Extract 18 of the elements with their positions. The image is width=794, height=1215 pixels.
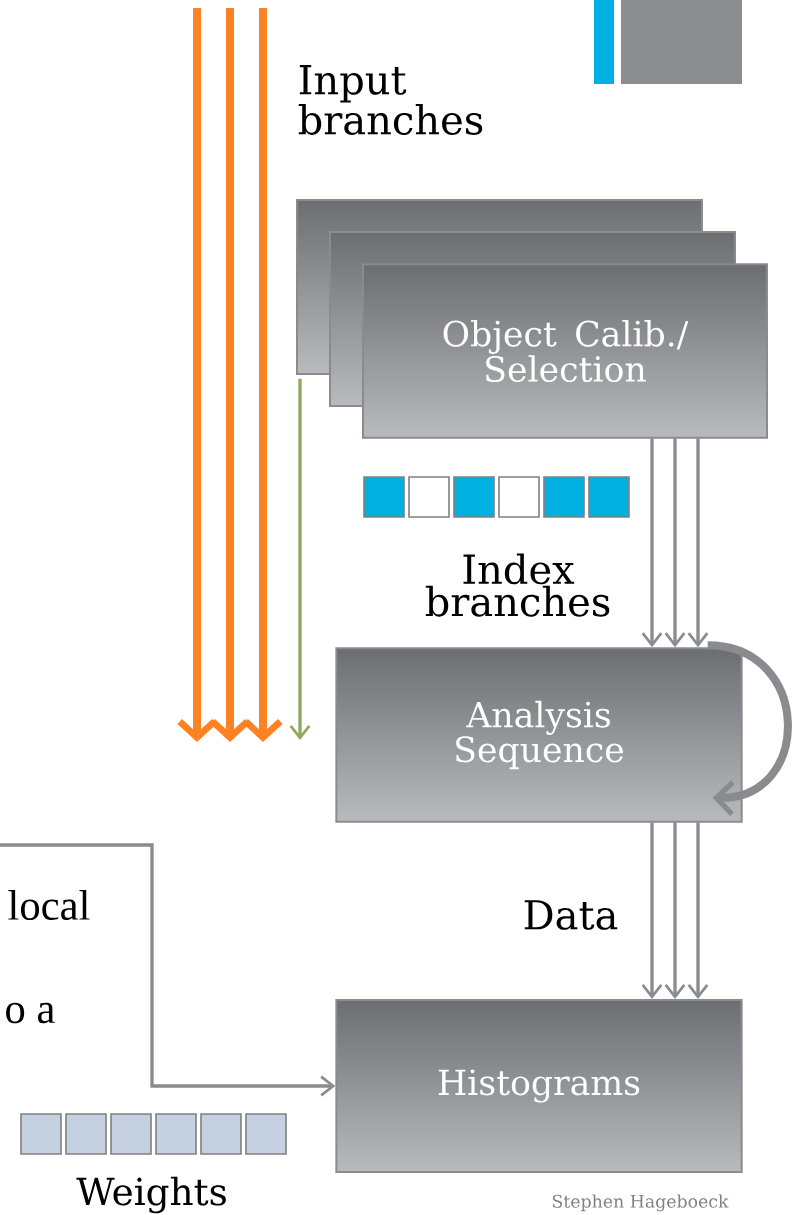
arrow [687,438,709,648]
arrow [0,843,336,1097]
arrow [687,822,709,999]
arrow [289,378,311,740]
label-text: Data [524,900,618,930]
arrow [641,438,663,648]
loop-arrow [707,641,792,817]
text-fragment: local [8,890,90,920]
arrow [641,822,663,999]
author-text: Stephen Hageboeck [552,1194,729,1212]
text-fragment: o a [6,1002,55,1024]
stacked-box: Object Calib./ Selection [296,199,768,439]
label-text: Weights [76,1176,226,1214]
process-box: Analysis Sequence [335,647,743,823]
arrow [664,438,686,648]
arrow [664,822,686,999]
process-box: Histograms [335,999,743,1173]
label-text: Input branches [298,65,483,135]
